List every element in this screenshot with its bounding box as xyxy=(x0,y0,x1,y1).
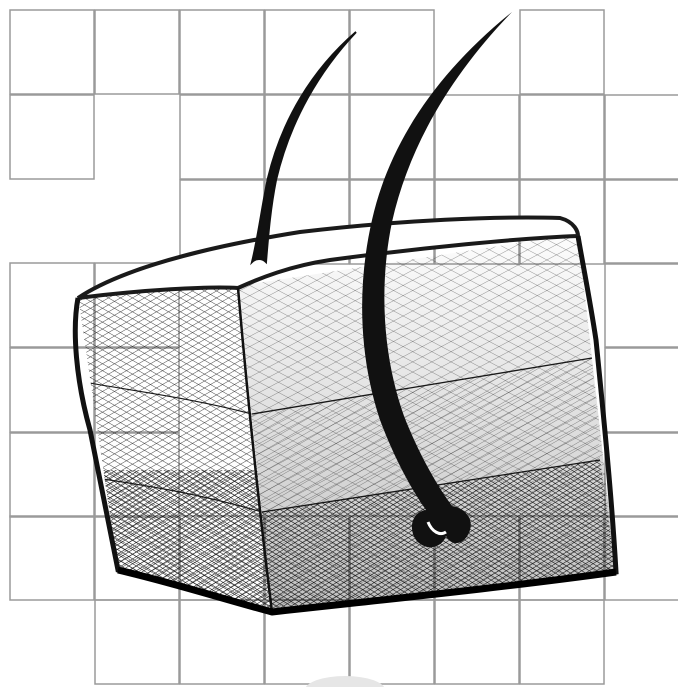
grid-cell xyxy=(435,95,519,179)
grid-cell xyxy=(520,95,604,179)
grid-cell xyxy=(520,10,604,94)
right-face xyxy=(230,220,630,620)
grid-cell xyxy=(350,600,434,684)
grid-cell xyxy=(605,263,678,347)
bottom-shadow xyxy=(305,676,385,687)
grid-cell xyxy=(605,95,678,179)
grid-cell xyxy=(605,433,678,517)
grid-cell xyxy=(605,180,678,264)
grid-cell xyxy=(95,600,179,684)
grid-cell xyxy=(10,433,94,517)
grid-cell xyxy=(10,516,94,600)
skin-block xyxy=(60,218,630,630)
grid-cell xyxy=(180,600,264,684)
grid-cell xyxy=(435,600,519,684)
grid-cell xyxy=(10,95,94,179)
grid-cell xyxy=(350,10,434,94)
grid-cell xyxy=(10,10,94,94)
grid-cell xyxy=(180,10,264,94)
grid-cell xyxy=(520,600,604,684)
grid-cell xyxy=(180,95,264,179)
grid-cell xyxy=(605,348,678,432)
grid-cell xyxy=(95,10,179,94)
